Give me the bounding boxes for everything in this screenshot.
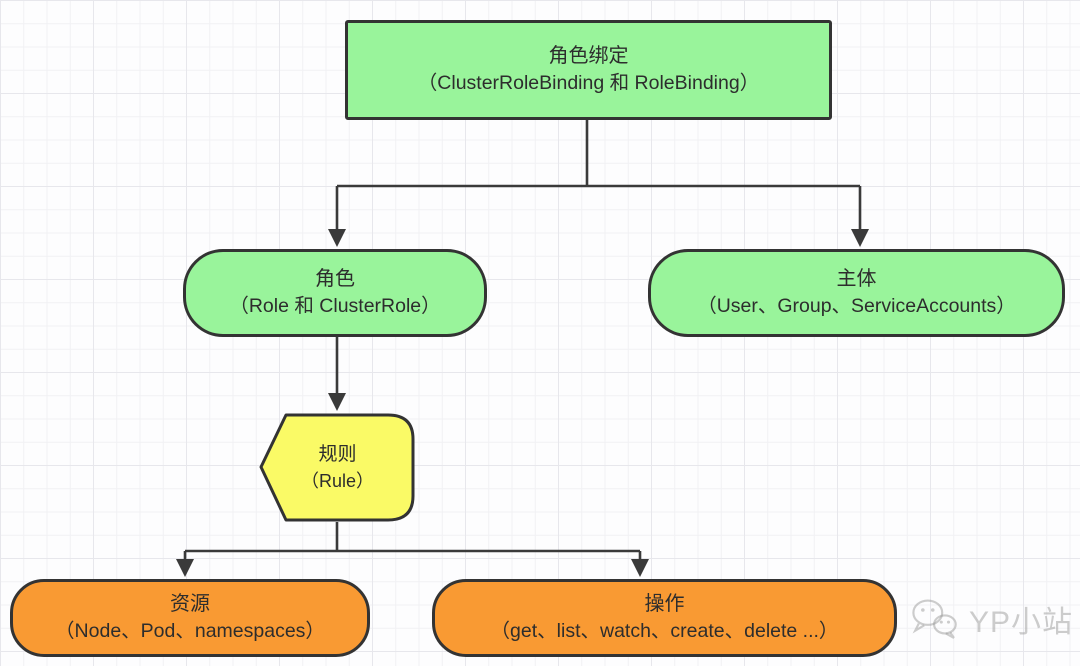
node-resource-title: 资源 — [170, 592, 210, 615]
node-rule-title: 规则 — [318, 443, 357, 465]
node-resource: 资源 （Node、Pod、namespaces） — [10, 579, 370, 657]
arrowhead-to-action — [631, 559, 649, 577]
node-subject-subtitle: （User、Group、ServiceAccounts） — [697, 295, 1016, 318]
node-subject: 主体 （User、Group、ServiceAccounts） — [648, 249, 1065, 337]
node-role-binding: 角色绑定 （ClusterRoleBinding 和 RoleBinding） — [345, 20, 832, 120]
node-role-title: 角色 — [315, 267, 355, 290]
node-subject-title: 主体 — [836, 267, 877, 290]
node-action: 操作 （get、list、watch、create、delete ...） — [432, 579, 897, 657]
node-role-binding-subtitle: （ClusterRoleBinding 和 RoleBinding） — [417, 72, 760, 95]
arrowhead-to-subject — [851, 229, 869, 247]
watermark-label: YP小站 — [969, 606, 1074, 639]
node-resource-subtitle: （Node、Pod、namespaces） — [55, 620, 325, 643]
arrowhead-to-resource — [176, 559, 194, 577]
node-role: 角色 （Role 和 ClusterRole） — [183, 249, 487, 337]
node-action-title: 操作 — [644, 592, 685, 615]
watermark: YP小站 — [908, 596, 1073, 642]
edge-rolebinding-split — [335, 120, 862, 232]
arrowhead-to-role — [328, 229, 346, 247]
edge-rule-split — [183, 522, 642, 561]
node-action-subtitle: （get、list、watch、create、delete ...） — [490, 620, 839, 643]
rule-pentagon-shape — [259, 413, 415, 522]
wechat-icon — [908, 596, 962, 642]
node-role-binding-title: 角色绑定 — [548, 44, 629, 67]
arrowhead-to-rule — [328, 393, 346, 411]
node-role-subtitle: （Role 和 ClusterRole） — [229, 295, 441, 318]
node-rule: 规则 （Rule） — [259, 412, 416, 523]
node-rule-subtitle: （Rule） — [300, 471, 375, 492]
